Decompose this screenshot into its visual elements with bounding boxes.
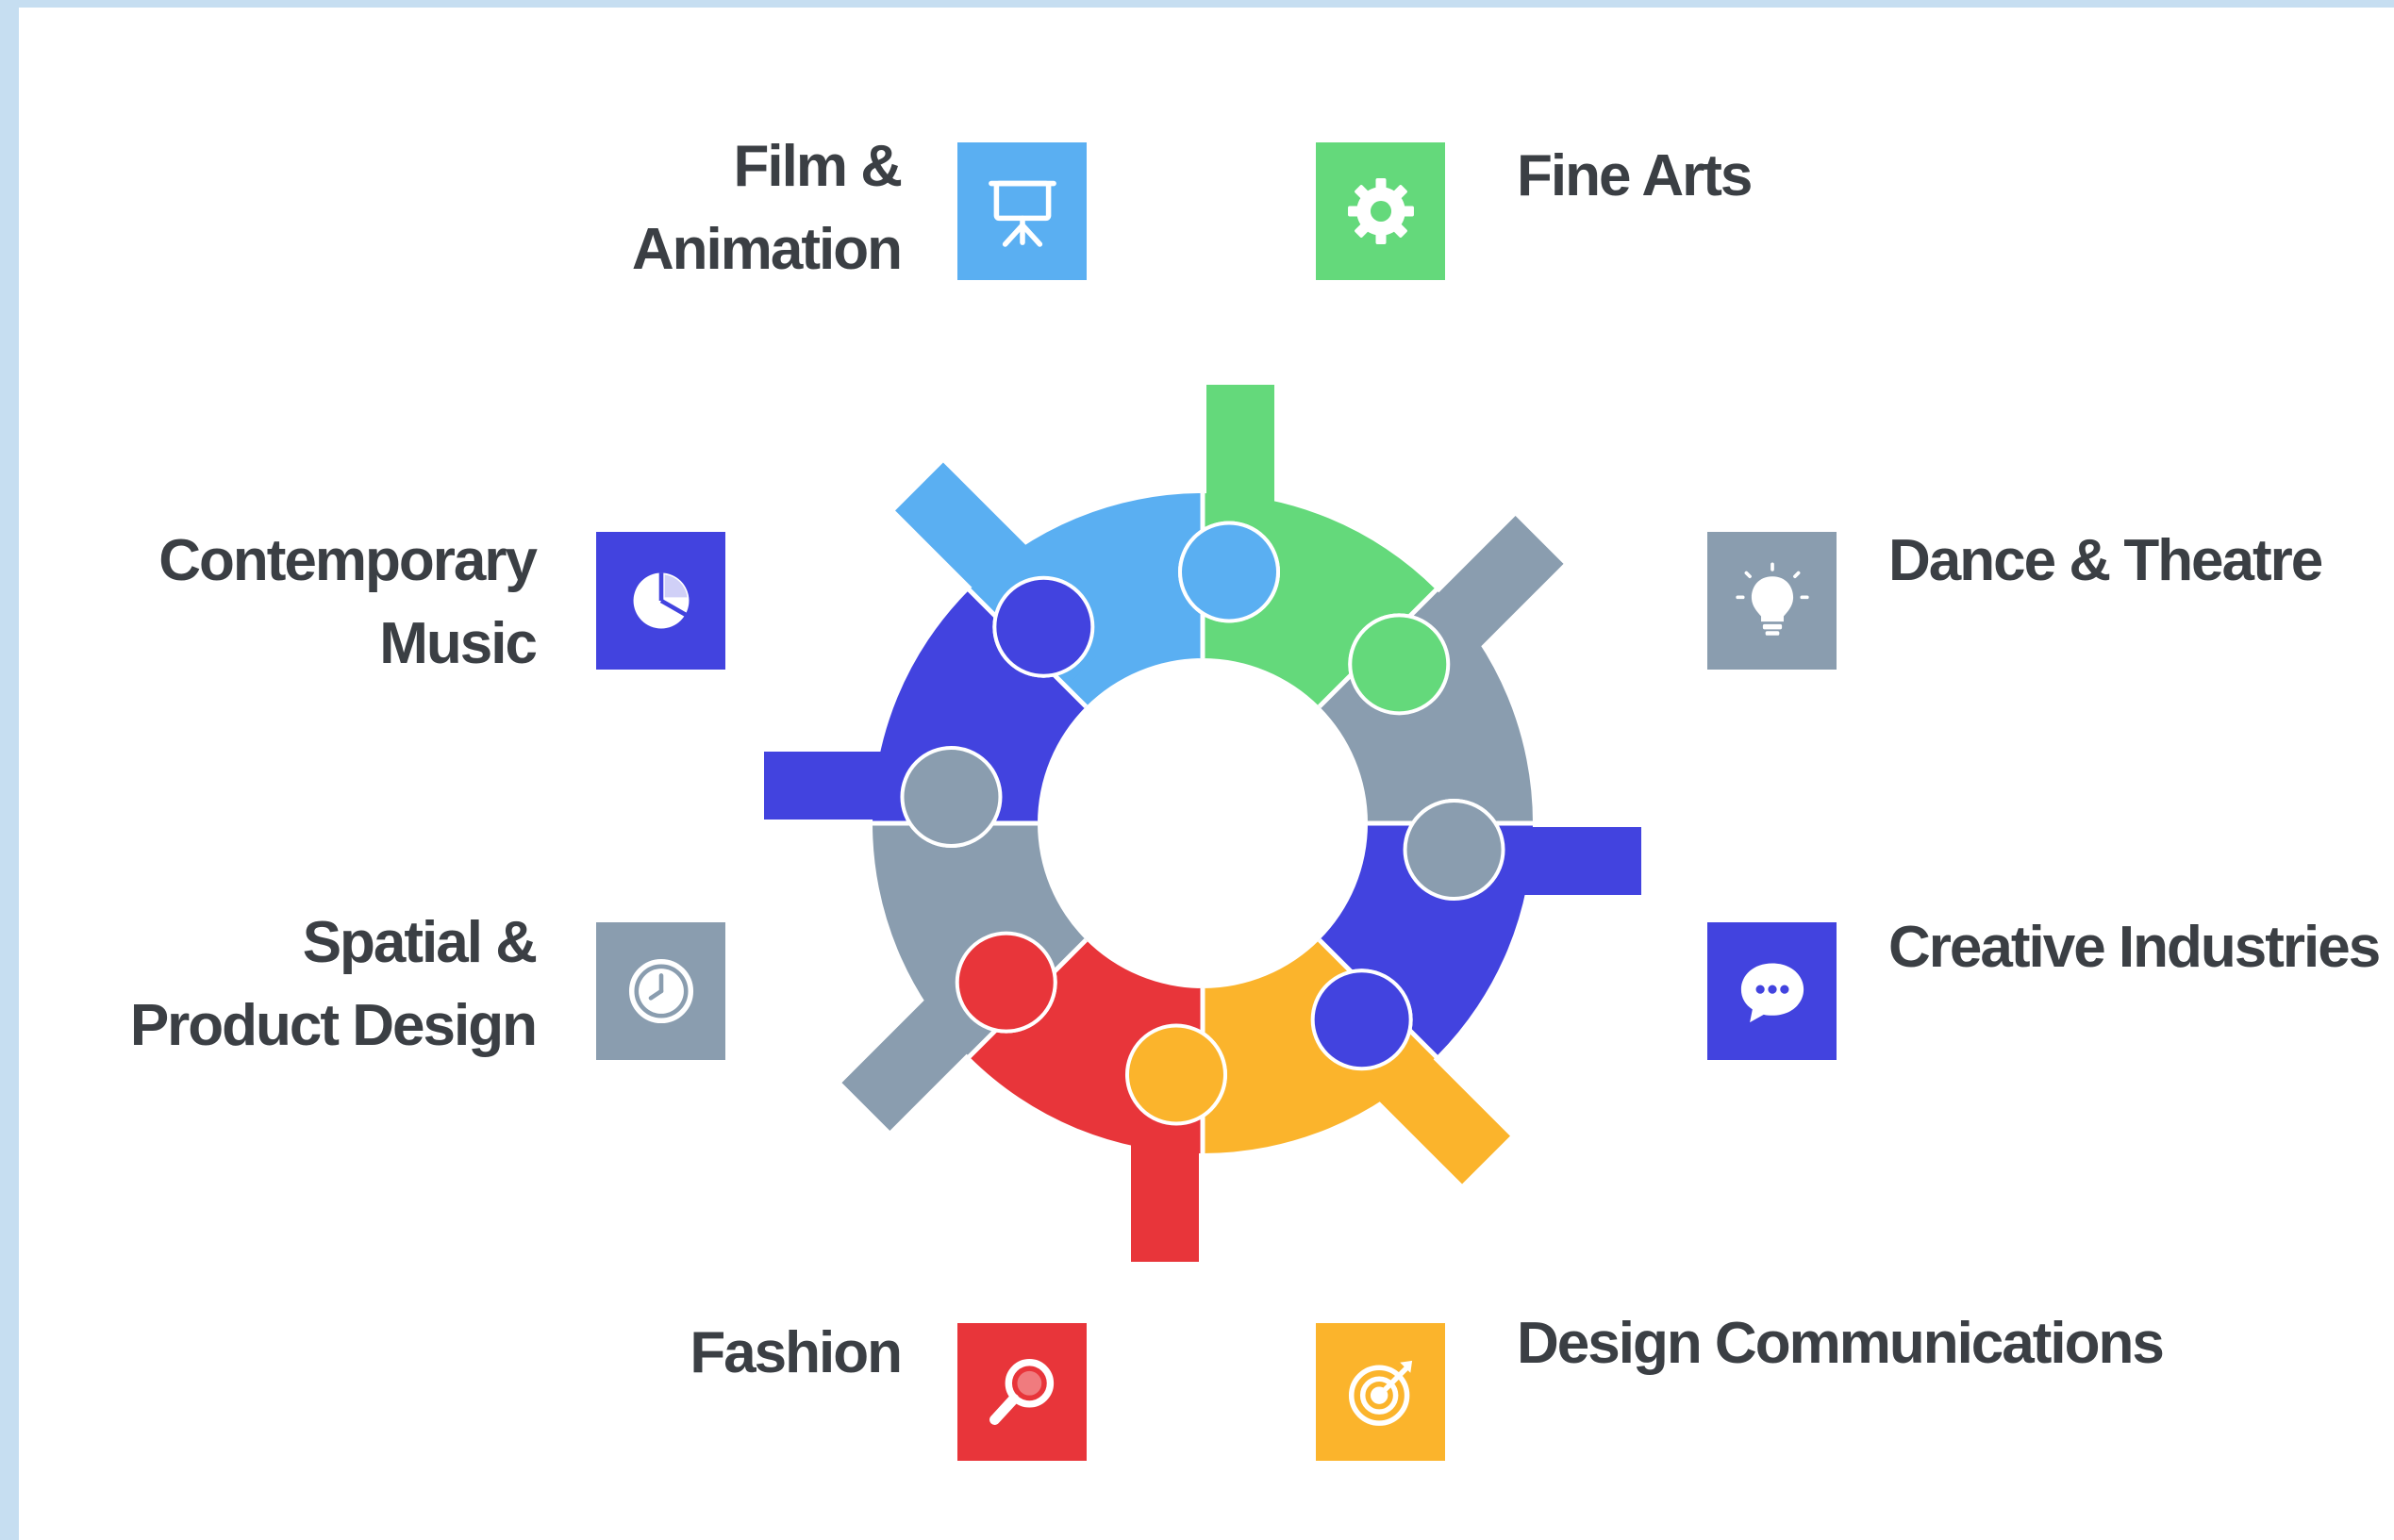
- label-contemporary-music: Contemporary Music: [158, 528, 538, 676]
- tile-dance-theatre: [1707, 532, 1837, 670]
- puzzle-knob-dance: [1403, 799, 1505, 902]
- diagram-canvas: Film & Animation Fine Arts Dance & Theat…: [19, 8, 2394, 1540]
- label-fashion: Fashion: [690, 1320, 903, 1385]
- magnifier-icon: [989, 1359, 1054, 1425]
- lightbulb-icon: [1735, 562, 1809, 636]
- label-design-communications: Design Communications: [1517, 1311, 2165, 1376]
- gear-center-hole: [1047, 668, 1358, 979]
- label-film-animation: Film & Animation: [631, 134, 903, 282]
- tile-design-communications: [1316, 1323, 1445, 1461]
- clock-icon: [628, 958, 693, 1024]
- label-spatial-product-design: Spatial & Product Design: [129, 910, 538, 1058]
- puzzle-knob-spatial: [900, 745, 1003, 848]
- chat-bubble-icon: [1740, 963, 1804, 1023]
- puzzle-knob-fine-arts: [1348, 613, 1451, 716]
- tile-creative-industries: [1707, 922, 1837, 1060]
- pie-chart-icon: [633, 572, 689, 629]
- tile-film-animation: [957, 142, 1087, 280]
- puzzle-knob-film: [1178, 521, 1281, 623]
- puzzle-knob-music: [992, 575, 1095, 678]
- puzzle-knob-creative: [1310, 969, 1413, 1071]
- tile-spatial-product-design: [596, 922, 725, 1060]
- puzzle-gear-diagram: [764, 385, 1641, 1262]
- label-dance-theatre: Dance & Theatre: [1888, 528, 2323, 593]
- tile-fashion: [957, 1323, 1087, 1461]
- puzzle-knob-design-comm: [1124, 1023, 1227, 1126]
- tile-fine-arts: [1316, 142, 1445, 280]
- target-icon: [1348, 1360, 1412, 1426]
- label-fine-arts: Fine Arts: [1517, 143, 1753, 208]
- puzzle-knob-fashion: [955, 931, 1057, 1034]
- gear-icon: [1347, 178, 1414, 244]
- projector-screen-icon: [988, 180, 1056, 247]
- label-creative-industries: Creative Industries: [1888, 915, 2381, 980]
- tile-contemporary-music: [596, 532, 725, 670]
